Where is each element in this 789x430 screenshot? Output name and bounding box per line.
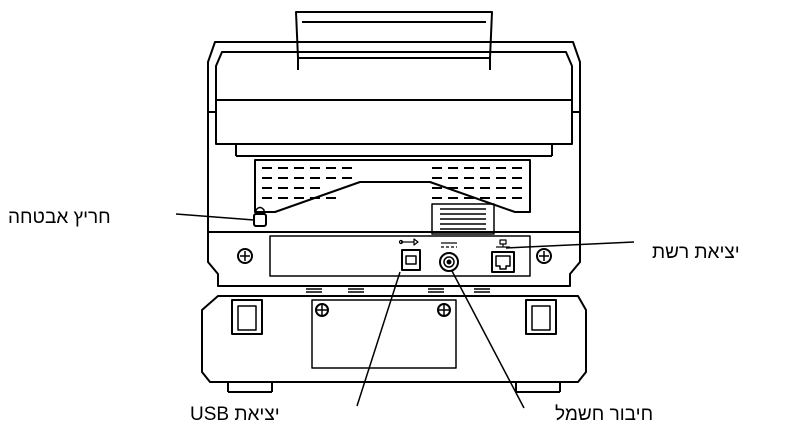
- security-slot: [253, 206, 267, 227]
- upper-housing: [207, 41, 581, 233]
- vent-grille: [254, 159, 531, 213]
- fan-grille: [431, 203, 495, 235]
- label-network-port: יציאת רשת: [652, 242, 740, 263]
- label-power-connector: חיבור חשמל: [555, 404, 654, 425]
- feet-strips: [306, 285, 490, 293]
- usb-icon: [398, 238, 419, 246]
- network-icon: [496, 239, 510, 248]
- base: [201, 295, 587, 393]
- label-security-slot: חריץ אבטחה: [8, 207, 111, 228]
- usb-port: [398, 238, 421, 271]
- power-icon: [441, 242, 457, 248]
- label-usb-port: יציאת USB: [190, 404, 280, 425]
- leader-security-slot: [175, 213, 255, 221]
- leader-usb-port: [356, 271, 401, 407]
- leader-network-port: [505, 241, 635, 249]
- leader-power-connector: [451, 270, 525, 409]
- power-connector: [439, 242, 459, 272]
- lower-housing: [207, 231, 581, 287]
- leader-lines: [175, 213, 635, 409]
- network-port: [491, 239, 515, 273]
